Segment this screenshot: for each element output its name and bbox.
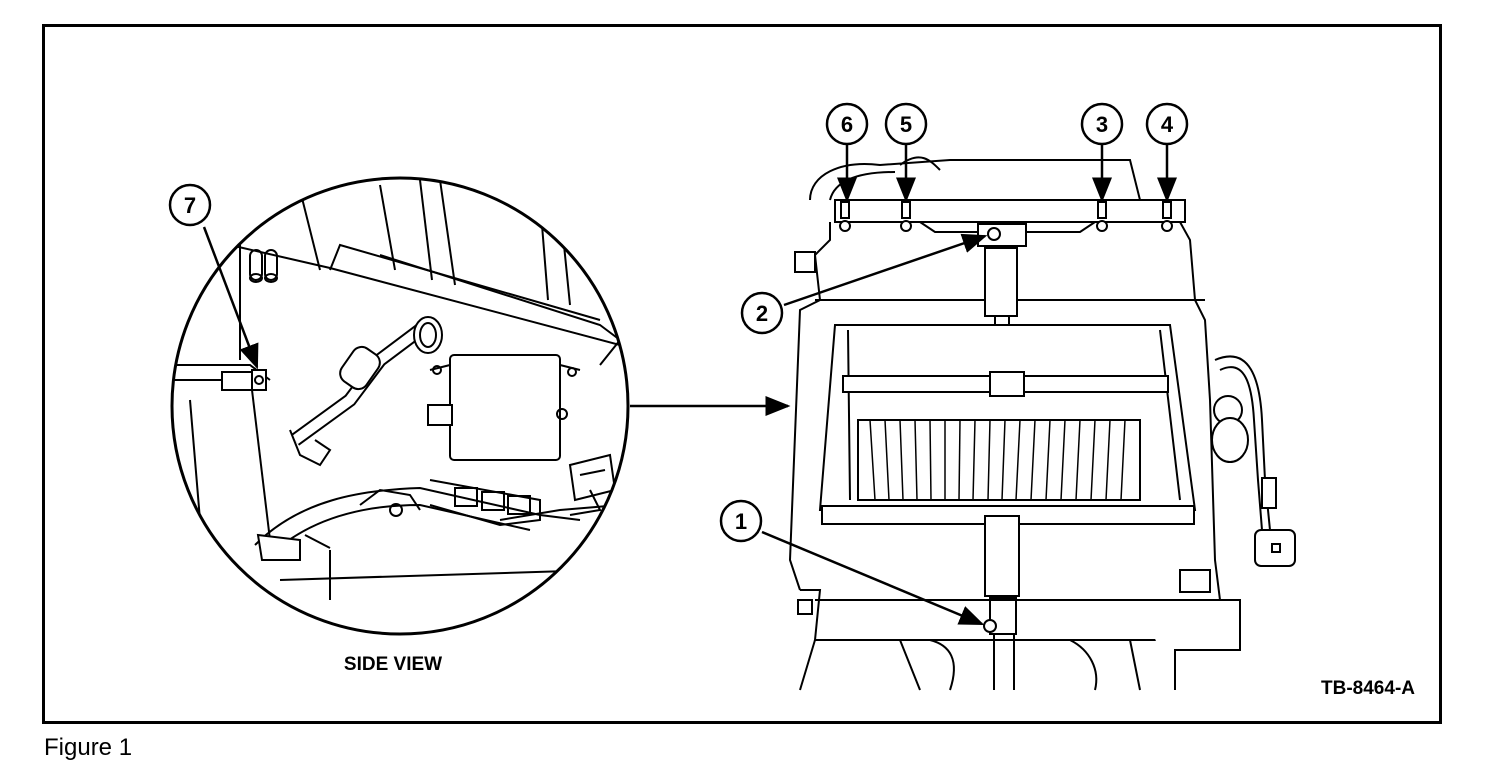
screw-4 (1162, 201, 1172, 219)
callout-leaders (202, 145, 1177, 626)
callout-6: 6 (825, 102, 869, 146)
nut-1 (983, 619, 997, 633)
figure-code-label: TB-8464-A (1321, 678, 1415, 699)
svg-text:4: 4 (1161, 112, 1174, 137)
callout-4: 4 (1145, 102, 1189, 146)
callout-3: 3 (1080, 102, 1124, 146)
callout-5: 5 (884, 102, 928, 146)
svg-text:7: 7 (184, 193, 196, 218)
svg-text:5: 5 (900, 112, 912, 137)
callout-7: 7 (168, 183, 212, 227)
screw-5 (901, 201, 911, 219)
svg-text:3: 3 (1096, 112, 1108, 137)
svg-text:6: 6 (841, 112, 853, 137)
blower-housing-assembly (788, 156, 1296, 691)
screw-6 (840, 201, 850, 219)
screw-3 (1097, 201, 1107, 219)
side-view-detail (170, 176, 630, 636)
figure-caption: Figure 1 (44, 734, 133, 761)
nut-2 (987, 227, 1001, 241)
callout-1: 1 (719, 499, 763, 543)
svg-text:2: 2 (756, 301, 768, 326)
callout-2: 2 (740, 291, 784, 335)
svg-text:1: 1 (735, 509, 747, 534)
side-view-label: SIDE VIEW (344, 654, 442, 675)
